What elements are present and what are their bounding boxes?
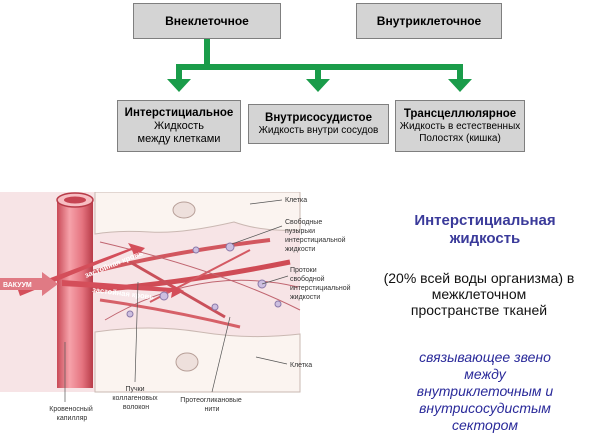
- intracellular-box: Внутриклеточное: [356, 3, 502, 39]
- transcellular-line2: Полостях (кишка): [419, 133, 501, 144]
- blood-capillary: [57, 200, 93, 388]
- fluid-vesicle: [211, 303, 219, 311]
- transcellular-box: Трансцеллюлярное Жидкость в естественных…: [395, 100, 525, 152]
- linking-note: связывающее звено между внутриклеточным …: [382, 349, 588, 434]
- collagen-fiber: [91, 238, 271, 274]
- interstitial-box: Интерстициальное Жидкость между клетками: [117, 100, 241, 152]
- callout-line: [249, 199, 283, 205]
- description-line: межклеточном: [431, 286, 527, 302]
- description-line: (20% всей воды организма) в: [383, 270, 575, 286]
- fluid-vesicle: [225, 242, 235, 252]
- connector-arrow-mid: [306, 79, 330, 92]
- intravascular-box: Внутрисосудистое Жидкость внутри сосудов: [248, 104, 389, 144]
- connector-drop-mid: [315, 64, 321, 81]
- cell-top: [94, 192, 301, 235]
- fluid-vesicle: [159, 291, 169, 301]
- interstitial-title: Интерстициальное: [124, 107, 234, 119]
- intravascular-title: Внутрисосудистое: [265, 112, 372, 124]
- stagnant-blood-arrow-bottom: [62, 280, 184, 298]
- fluid-vesicle: [126, 310, 134, 318]
- callout-proteoglycan: Протеогликановые нити: [180, 397, 243, 413]
- callout-line: [261, 275, 289, 285]
- linking-line: внутрисосудистым: [419, 400, 551, 416]
- connector-arrow-right: [448, 79, 472, 92]
- capillary-lumen: [64, 196, 86, 204]
- callout-streams: Протоки свободной интерстициальной жидко…: [290, 267, 352, 301]
- connector-tree: [167, 39, 472, 92]
- connector-stem: [204, 39, 210, 67]
- callout-cell-bottom: Клетка: [290, 362, 312, 369]
- linking-line: связывающее звено: [419, 349, 551, 365]
- callout-line: [211, 316, 231, 393]
- fluid-vesicle: [274, 300, 282, 308]
- connector-drop-left: [176, 64, 182, 81]
- transcellular-title: Трансцеллюлярное: [403, 108, 517, 120]
- vacuum-label: ВАКУУМ: [3, 282, 32, 289]
- callout-free-bubbles: Свободные пузырьки интерстициальной жидк…: [285, 218, 347, 253]
- callout-collagen: Пучки коллагеновых волокон: [112, 386, 159, 411]
- cell-top-nucleus: [172, 201, 196, 219]
- connector-arrow-left: [167, 79, 191, 92]
- vacuum-arrow: [0, 272, 58, 296]
- callout-capillary: Кровеносный капилляр: [49, 405, 94, 422]
- callout-line: [231, 225, 283, 245]
- extracellular-box: Внеклеточное: [133, 3, 281, 39]
- proteoglycan-fiber: [104, 279, 299, 321]
- interstitial-line2: между клетками: [137, 133, 221, 145]
- transcellular-line1: Жидкость в естественных: [399, 121, 521, 132]
- linking-line: между: [464, 366, 506, 382]
- heading-line: Интерстициальная: [414, 212, 556, 229]
- connector-drop-right: [457, 64, 463, 81]
- interstitial-figure: застойная кровь застойная кровь ВАКУУМ К…: [0, 192, 352, 422]
- description-line: пространстве тканей: [410, 302, 548, 318]
- interstitial-heading: Интерстициальная жидкость: [372, 212, 598, 248]
- heading-line: жидкость: [449, 230, 521, 247]
- callout-line: [255, 356, 288, 365]
- linking-line: сектором: [451, 417, 518, 433]
- cell-bottom-nucleus: [175, 352, 199, 372]
- interstitial-line1: Жидкость: [153, 120, 205, 132]
- callout-line: [134, 281, 139, 383]
- callout-cell-top: Клетка: [285, 197, 307, 204]
- collagen-fiber: [99, 298, 241, 329]
- intravascular-line1: Жидкость внутри сосудов: [258, 125, 379, 136]
- linking-line: внутриклеточным и: [416, 383, 554, 399]
- intracellular-label: Внутриклеточное: [376, 14, 482, 28]
- interstitial-description: (20% всей воды организма) в межклеточном…: [360, 270, 598, 318]
- fluid-vesicle: [192, 246, 200, 254]
- extracellular-label: Внеклеточное: [165, 14, 249, 28]
